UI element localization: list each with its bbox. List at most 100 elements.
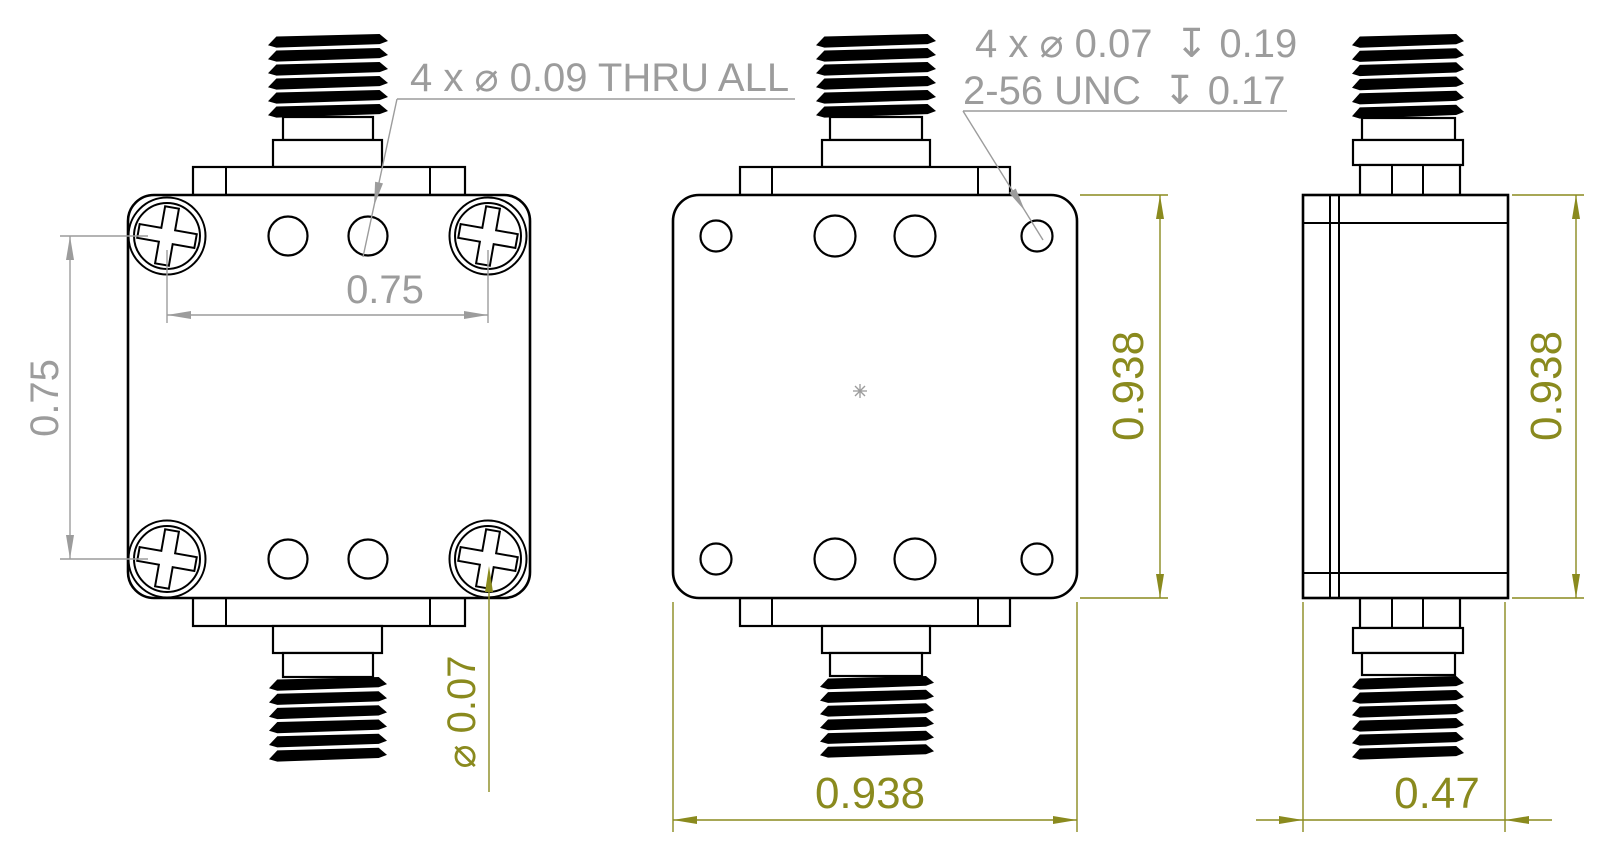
dim-back-width: 0.938 <box>672 602 1078 832</box>
arrow-left-icon <box>673 816 697 824</box>
back-top-connector-neck <box>828 115 924 142</box>
back-tapped-hole <box>1020 542 1054 576</box>
side-bottom-connector-hex <box>1351 626 1465 655</box>
arrow-right-icon <box>464 311 488 319</box>
front-view <box>126 34 532 762</box>
back-top-threads-icon <box>816 34 936 118</box>
thread-ridge <box>820 703 934 717</box>
arrow-up-icon <box>1156 195 1164 219</box>
note-thru-holes: 4 x ⌀ 0.09 THRU ALL <box>362 56 795 258</box>
thread-ridge <box>1352 732 1464 746</box>
side-bottom-connector-icon <box>1351 596 1465 760</box>
arrow-left-icon <box>167 311 191 319</box>
front-top-threads-icon <box>268 34 388 118</box>
side-top-connector-base <box>1358 163 1462 197</box>
thread-ridge <box>816 90 936 104</box>
arrow-up-icon <box>66 236 74 260</box>
thread-ridge <box>1352 76 1464 91</box>
thread-ridge <box>1352 90 1464 105</box>
note-thru-holes-text: 4 x ⌀ 0.09 THRU ALL <box>410 56 789 100</box>
thread-ridge <box>269 733 387 748</box>
dim-side-width-value: 0.47 <box>1394 769 1480 818</box>
side-body <box>1301 193 1510 600</box>
dim-front-horizontal: 0.75 <box>166 250 489 323</box>
thread-ridge <box>1352 34 1464 48</box>
dim-side-height-value: 0.938 <box>1522 331 1571 441</box>
arrow-up-icon <box>1572 195 1580 219</box>
front-bottom-threads-icon <box>269 677 387 762</box>
thread-ridge <box>1352 746 1464 760</box>
arrow-left-icon <box>1505 816 1529 824</box>
front-thru-hole <box>267 215 309 257</box>
back-bottom-connector-icon <box>820 624 934 758</box>
thread-ridge <box>269 677 387 691</box>
thread-ridge <box>268 62 388 76</box>
thread-ridge <box>820 730 934 744</box>
front-bottom-connector-neck <box>281 651 375 679</box>
dim-front-vertical-value: 0.75 <box>23 359 67 437</box>
thread-ridge <box>820 744 934 758</box>
dim-side-height: 0.938 <box>1512 194 1584 599</box>
dim-front-horizontal-value: 0.75 <box>346 268 424 312</box>
leader-arrow-icon <box>374 181 383 206</box>
back-tapped-hole <box>699 542 733 576</box>
thread-ridge <box>268 34 388 48</box>
thread-ridge <box>1352 704 1464 718</box>
front-bottom-connector-hex <box>271 624 384 655</box>
back-tapped-hole <box>699 219 733 253</box>
back-view <box>671 34 1079 758</box>
back-thru-hole <box>813 214 857 258</box>
thread-ridge <box>268 76 388 90</box>
thread-ridge <box>268 104 388 118</box>
back-bottom-connector-hex <box>820 624 932 655</box>
side-bottom-connector-neck <box>1360 651 1457 677</box>
dim-side-width: 0.47 <box>1256 602 1552 832</box>
arrow-down-icon <box>1572 574 1580 598</box>
front-bottom-flange <box>191 596 467 628</box>
back-thru-hole <box>813 537 857 581</box>
leader-arrow-icon <box>485 566 493 592</box>
arrow-down-icon <box>66 535 74 559</box>
arrow-right-icon <box>1279 816 1303 824</box>
back-bottom-connector-neck <box>828 651 924 678</box>
front-top-connector-neck <box>281 115 375 142</box>
thread-ridge <box>269 719 387 734</box>
thread-ridge <box>269 747 387 762</box>
note-tapped-holes-line2: 2-56 UNC ↧ 0.17 <box>963 69 1286 113</box>
side-top-threads-icon <box>1352 34 1464 119</box>
thread-ridge <box>820 689 934 703</box>
arrow-right-icon <box>1053 816 1077 824</box>
thread-ridge <box>1352 48 1464 62</box>
note-tapped-holes-line1: 4 x ⌀ 0.07 ↧ 0.19 <box>975 22 1297 66</box>
thread-ridge <box>816 62 936 76</box>
front-top-connector-icon <box>268 34 388 169</box>
side-bottom-threads-icon <box>1352 676 1464 760</box>
back-body <box>671 193 1079 600</box>
thread-ridge <box>820 676 934 690</box>
thread-ridge <box>816 34 936 48</box>
thread-ridge <box>1352 104 1464 119</box>
thread-ridge <box>816 48 936 62</box>
back-top-connector-hex <box>820 138 932 169</box>
front-body <box>126 193 532 600</box>
side-bottom-connector-base <box>1358 596 1462 630</box>
leader-screw-diameter-value: ⌀ 0.07 <box>440 655 484 768</box>
thread-ridge <box>1352 62 1464 77</box>
front-top-flange <box>191 165 467 197</box>
side-view <box>1301 34 1510 760</box>
back-bottom-threads-icon <box>820 676 934 758</box>
front-thru-hole <box>347 538 389 580</box>
thread-ridge <box>816 76 936 90</box>
back-tapped-hole <box>1020 219 1054 253</box>
side-top-connector-neck <box>1360 116 1457 142</box>
thread-ridge <box>816 104 936 118</box>
back-thru-hole <box>893 537 937 581</box>
dim-front-vertical: 0.75 <box>23 235 148 560</box>
dim-back-height-value: 0.938 <box>1104 331 1153 441</box>
back-top-flange <box>738 165 1012 197</box>
side-top-connector-hex <box>1351 138 1465 167</box>
thread-ridge <box>269 691 387 705</box>
dim-back-height: 0.938 <box>1080 194 1168 599</box>
back-top-connector-icon <box>816 34 936 169</box>
